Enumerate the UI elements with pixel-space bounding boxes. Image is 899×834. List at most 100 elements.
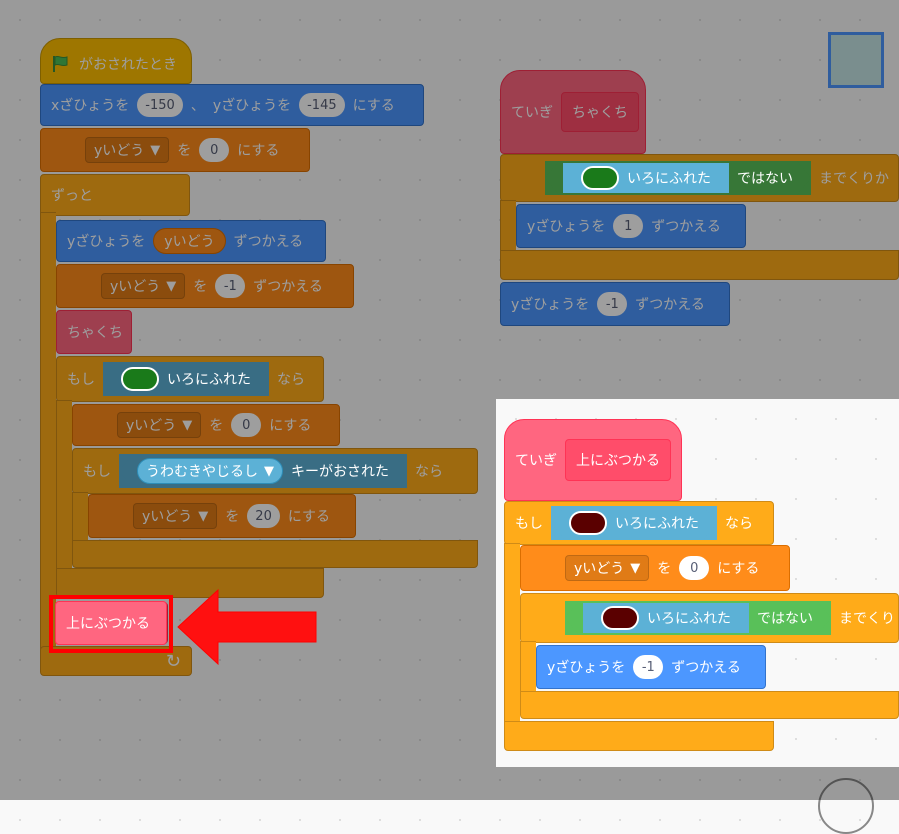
value-input[interactable]: -1 xyxy=(215,274,246,298)
change-var-block[interactable]: yいどう▼ を -1 ずつかえる xyxy=(56,264,354,308)
goto-separator: 、 xyxy=(190,98,205,114)
repeat-arm xyxy=(500,200,516,254)
value-input[interactable]: 0 xyxy=(199,138,230,162)
value-input[interactable]: -1 xyxy=(633,655,664,679)
changey-label: yざひょうを xyxy=(511,297,590,313)
not-label: ではない xyxy=(737,171,793,187)
sense-label: いろにふれた xyxy=(627,171,711,187)
call-landing-block[interactable]: ちゃくち xyxy=(56,310,132,354)
change-label-end: ずつかえる xyxy=(253,279,323,295)
repeat-bottom xyxy=(520,691,899,719)
goto-label-x: xざひょうを xyxy=(51,98,130,114)
when-flag-clicked-block[interactable]: がおされたとき xyxy=(40,38,192,84)
change-label: を xyxy=(193,279,208,295)
value-input[interactable]: 1 xyxy=(613,214,644,238)
value-input[interactable]: -1 xyxy=(597,292,628,316)
change-y-block-2[interactable]: yざひょうを -1 ずつかえる xyxy=(500,282,730,326)
if-label: もし xyxy=(515,516,543,532)
change-y-block[interactable]: yざひょうを -1 ずつかえる xyxy=(536,645,766,689)
color-swatch[interactable] xyxy=(601,606,639,630)
set-label: を xyxy=(177,143,192,159)
define-landing-block[interactable]: ていぎ ちゃくち xyxy=(500,70,646,154)
caret-down-icon: ▼ xyxy=(198,508,209,524)
set-label: を xyxy=(657,561,672,577)
touching-color-condition[interactable]: いろにふれた xyxy=(563,163,729,193)
definition-panel[interactable]: ていぎ 上にぶつかる もし いろにふれた なら yいどう▼ を 0 にする いろ… xyxy=(496,399,899,767)
value-input[interactable]: 0 xyxy=(679,556,710,580)
call-bump-highlighted: 上にぶつかる xyxy=(55,601,167,645)
if-arm xyxy=(504,543,520,727)
define-label: ていぎ xyxy=(511,105,553,121)
sprite-thumbnail-icon[interactable] xyxy=(828,32,884,88)
set-var-block-3[interactable]: yいどう▼ を 20 にする xyxy=(88,494,356,538)
if-touching-color-block[interactable]: もし いろにふれた なら xyxy=(56,356,324,402)
touching-color-condition[interactable]: いろにふれた xyxy=(551,506,717,540)
zoom-control-icon[interactable] xyxy=(818,778,874,834)
variable-dropdown[interactable]: yいどう▼ xyxy=(133,503,218,529)
goto-label-y: yざひょうを xyxy=(212,98,292,114)
if-touching-color-block[interactable]: もし いろにふれた なら xyxy=(504,501,774,545)
green-flag-icon xyxy=(53,55,68,72)
define-bump-block[interactable]: ていぎ 上にぶつかる xyxy=(504,419,682,501)
repeat-until-block[interactable]: いろにふれた ではない までくりか xyxy=(500,154,899,202)
then-label: なら xyxy=(415,464,443,480)
loop-arrow-icon: ↻ xyxy=(165,650,181,672)
if-key-pressed-block[interactable]: もし うわむきやじるし▼ キーがおされた なら xyxy=(72,448,478,494)
color-swatch[interactable] xyxy=(581,166,619,190)
if-bottom xyxy=(504,721,774,751)
variable-dropdown[interactable]: yいどう▼ xyxy=(565,555,650,581)
goto-label-end: にする xyxy=(352,98,395,114)
custom-block-name: 上にぶつかる xyxy=(565,439,671,481)
change-y-block-1[interactable]: yざひょうを 1 ずつかえる xyxy=(516,204,746,248)
change-y-by-var-block[interactable]: yざひょうを yいどう ずつかえる xyxy=(56,220,326,262)
x-input[interactable]: -150 xyxy=(137,93,183,117)
variable-dropdown[interactable]: yいどう▼ xyxy=(101,273,186,299)
yido-reporter[interactable]: yいどう xyxy=(153,228,226,254)
hat-label: がおされたとき xyxy=(79,57,177,73)
sense-label: いろにふれた xyxy=(167,372,251,388)
color-swatch[interactable] xyxy=(569,511,607,535)
changey-label: yざひょうを xyxy=(67,234,146,250)
forever-arm xyxy=(40,212,56,650)
set-label-end: にする xyxy=(237,143,280,159)
caret-down-icon: ▼ xyxy=(166,278,177,294)
touching-color-condition[interactable]: いろにふれた xyxy=(103,362,269,396)
forever-block[interactable]: ずっと xyxy=(40,174,190,216)
if2-arm xyxy=(72,492,88,542)
changey-label: yざひょうを xyxy=(547,660,626,676)
set-label: を xyxy=(209,418,224,434)
changey-label-end: ずつかえる xyxy=(651,219,721,235)
key-label: キーがおされた xyxy=(291,464,389,480)
if-label: もし xyxy=(83,464,111,480)
caret-down-icon: ▼ xyxy=(182,417,193,433)
variable-dropdown[interactable]: yいどう▼ xyxy=(117,412,202,438)
until-label: までくりか xyxy=(819,171,889,187)
not-condition[interactable]: いろにふれた ではない xyxy=(545,161,811,195)
y-input[interactable]: -145 xyxy=(299,93,345,117)
value-input[interactable]: 20 xyxy=(247,504,280,528)
call-label: 上にぶつかる xyxy=(66,616,150,632)
repeat-bottom xyxy=(500,250,899,280)
set-var-block-2[interactable]: yいどう▼ を 0 にする xyxy=(72,404,340,446)
repeat-until-block[interactable]: いろにふれた ではない までくり xyxy=(520,593,899,643)
key-dropdown[interactable]: うわむきやじるし▼ xyxy=(137,458,283,484)
goto-xy-block[interactable]: xざひょうを -150 、 yざひょうを -145 にする xyxy=(40,84,424,126)
caret-down-icon: ▼ xyxy=(264,463,274,479)
set-label-end: にする xyxy=(269,418,312,434)
if2-bottom xyxy=(72,540,478,568)
changey-label: yざひょうを xyxy=(527,219,606,235)
red-arrow-left-icon xyxy=(177,588,317,666)
not-label: ではない xyxy=(757,611,813,627)
until-label: までくり xyxy=(839,611,895,627)
touching-color-condition[interactable]: いろにふれた xyxy=(583,603,749,633)
value-input[interactable]: 0 xyxy=(231,413,262,437)
color-swatch[interactable] xyxy=(121,367,159,391)
key-pressed-condition[interactable]: うわむきやじるし▼ キーがおされた xyxy=(119,454,407,488)
if1-bottom xyxy=(56,568,324,598)
variable-dropdown[interactable]: yいどう▼ xyxy=(85,137,170,163)
set-var-block-1[interactable]: yいどう▼ を 0 にする xyxy=(40,128,310,172)
set-var-block[interactable]: yいどう▼ を 0 にする xyxy=(520,545,790,591)
not-condition[interactable]: いろにふれた ではない xyxy=(565,601,831,635)
set-label-end: にする xyxy=(287,509,330,525)
